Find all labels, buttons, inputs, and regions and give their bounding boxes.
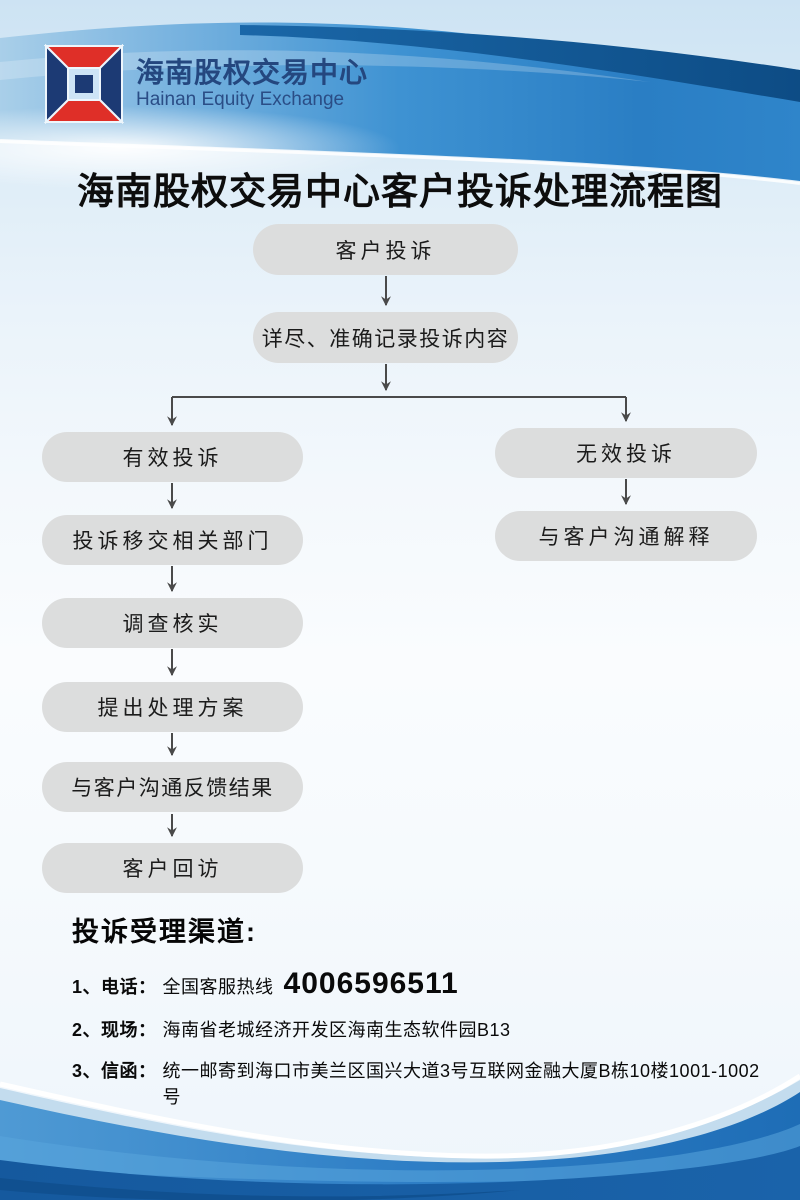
channel-label: 2、现场： [72, 1020, 157, 1040]
footer-swoosh-graphic [0, 1073, 800, 1200]
hotline-number: 4006596511 [283, 967, 459, 1000]
flow-connectors [167, 276, 631, 838]
logo: 海南股权交易中心 Hainan Equity Exchange [44, 44, 368, 124]
complaint-channels-section: 投诉受理渠道: 1、电话： 全国客服热线 4006596511 2、现场： 海南… [72, 910, 772, 1124]
flow-node-customer-revisit: 客户回访 [42, 843, 303, 893]
channel-label: 3、信函： [72, 1061, 157, 1081]
hainan-equity-exchange-logo-icon [44, 44, 124, 124]
channels-heading: 投诉受理渠道: [72, 917, 257, 947]
flow-node-valid-complaint: 有效投诉 [42, 432, 303, 482]
page-title: 海南股权交易中心客户投诉处理流程图 [77, 172, 723, 213]
flow-node-communicate-feedback: 与客户沟通反馈结果 [42, 762, 303, 812]
channel-text: 海南省老城经济开发区海南生态软件园B13 [162, 1020, 511, 1040]
channel-item-phone: 1、电话： 全国客服热线 4006596511 [72, 967, 772, 1001]
flow-node-customer-complaint: 客户投诉 [253, 224, 518, 275]
channel-text: 全国客服热线 [162, 977, 274, 997]
flow-node-invalid-complaint: 无效投诉 [495, 428, 757, 478]
flow-node-transfer-to-department: 投诉移交相关部门 [42, 515, 303, 565]
flow-node-propose-solution: 提出处理方案 [42, 682, 303, 732]
logo-name-en: Hainan Equity Exchange [136, 88, 345, 110]
logo-name-cn: 海南股权交易中心 [136, 57, 369, 89]
header-swoosh-graphic [0, 22, 800, 190]
channel-item-onsite: 2、现场： 海南省老城经济开发区海南生态软件园B13 [72, 1016, 772, 1042]
flow-node-investigate-verify: 调查核实 [42, 598, 303, 648]
flow-node-record-complaint: 详尽、准确记录投诉内容 [253, 312, 518, 363]
channel-label: 1、电话： [72, 977, 157, 997]
flow-node-communicate-explain: 与客户沟通解释 [495, 511, 757, 561]
logo-text: 海南股权交易中心 Hainan Equity Exchange [136, 58, 368, 109]
channel-item-mail: 3、信函： 统一邮寄到海口市美兰区国兴大道3号互联网金融大厦B栋10楼1001-… [72, 1057, 772, 1109]
channel-text: 统一邮寄到海口市美兰区国兴大道3号互联网金融大厦B栋10楼1001-1002号 [162, 1061, 760, 1107]
flowchart: 客户投诉 详尽、准确记录投诉内容 有效投诉 投诉移交相关部门 调查核实 提出处理… [42, 224, 757, 893]
